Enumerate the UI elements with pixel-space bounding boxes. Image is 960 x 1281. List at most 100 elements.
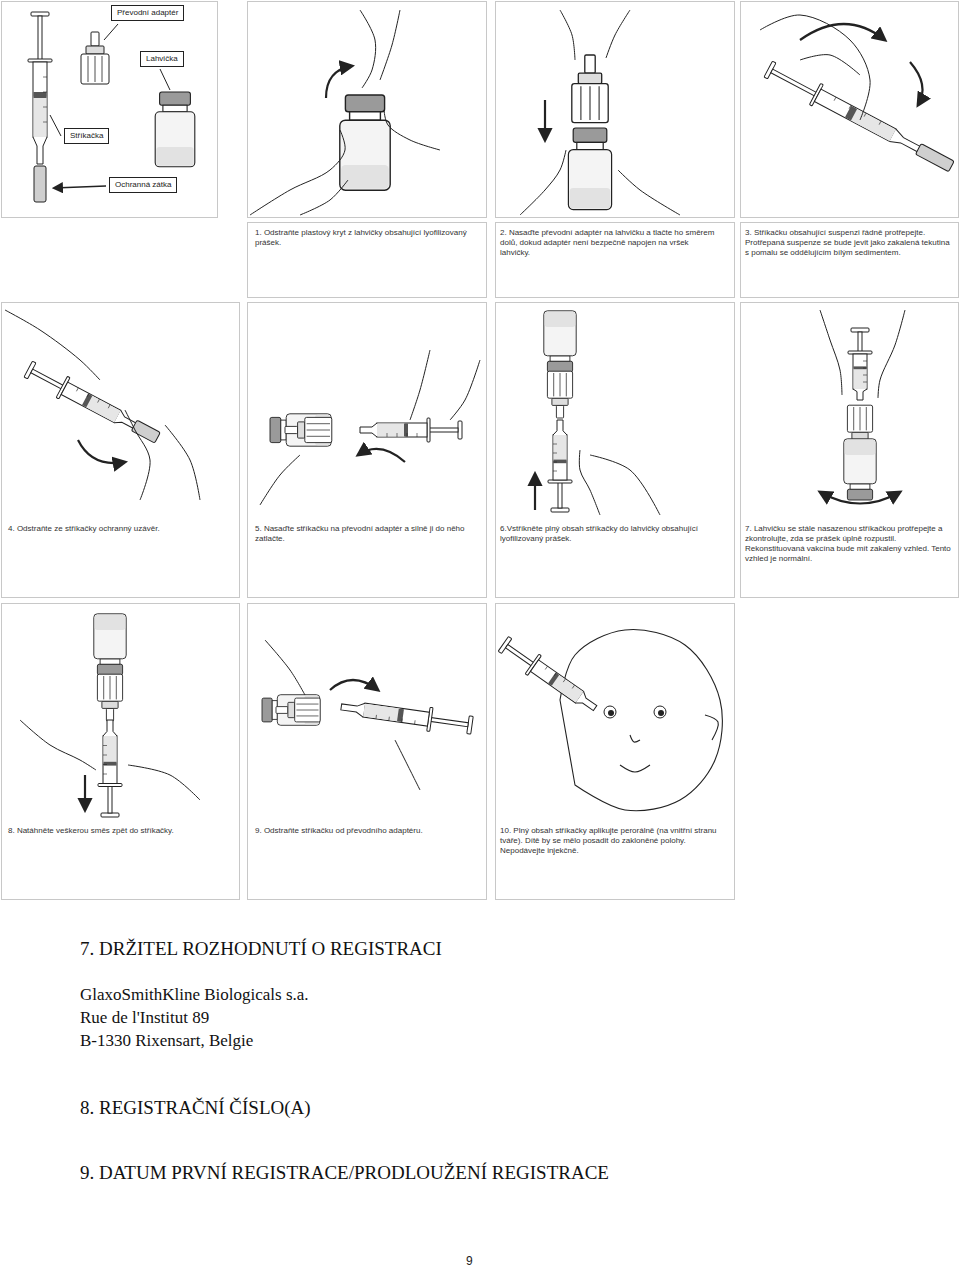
suspension — [850, 108, 896, 141]
transfer-adapter — [97, 674, 122, 721]
hand-outline — [878, 310, 905, 398]
adapter-spout — [585, 55, 595, 73]
syringe-barrel — [530, 660, 583, 703]
syringe — [848, 328, 872, 400]
motion-arrow — [534, 474, 536, 510]
syringe-barrel — [553, 435, 567, 480]
scale-mark — [572, 685, 574, 688]
scale-mark — [545, 666, 547, 669]
plunger-stopper — [404, 424, 408, 437]
hand-outline — [384, 110, 440, 150]
panel-frame — [496, 303, 735, 598]
syringe-barrel — [853, 354, 867, 389]
hand-outline — [579, 450, 600, 515]
hand-outline — [20, 720, 96, 770]
adapter-rib — [102, 56, 103, 82]
step-10-figure — [496, 630, 722, 811]
adapter-collar — [852, 432, 868, 439]
vial — [340, 95, 390, 190]
suspension — [363, 704, 400, 722]
scale-mark — [103, 745, 107, 746]
adapter-rib — [580, 86, 581, 120]
adapter-spout — [556, 405, 563, 418]
adapter-skirt — [81, 54, 109, 84]
hand-outline — [250, 130, 345, 215]
vial — [270, 414, 331, 446]
hand-outline — [410, 350, 430, 420]
syringe-tip — [576, 691, 600, 713]
adapter-collar — [578, 73, 601, 83]
adapter-rib — [853, 407, 854, 430]
scale-mark — [375, 715, 377, 719]
step-caption: 4. Odstraňte ze stříkačky ochranný uzávě… — [8, 524, 228, 534]
motion-arrow — [544, 100, 546, 140]
scale-mark — [407, 433, 408, 437]
adapter-spout — [106, 708, 113, 721]
panel-frames — [2, 2, 959, 900]
suspension — [554, 435, 567, 461]
syringe — [496, 634, 602, 718]
page-number: 9 — [466, 1254, 473, 1268]
lyophilised-powder — [156, 147, 193, 166]
scale-mark — [43, 122, 47, 123]
adapter-rib — [296, 715, 318, 716]
hand-outline — [260, 455, 300, 505]
section-heading: 7. DRŽITEL ROZHODNUTÍ O REGISTRACI — [80, 938, 442, 960]
vial-neck — [163, 105, 187, 112]
adapter-skirt — [847, 405, 872, 432]
panel-frame — [496, 223, 735, 298]
part-name: Stříkačka — [70, 131, 103, 141]
baby-eye — [654, 706, 666, 718]
step-caption: 9. Odstraňte stříkačku od převodního ada… — [255, 826, 475, 836]
vial-body — [340, 120, 390, 190]
plunger-thumb — [458, 421, 462, 439]
motion-arrow — [84, 775, 86, 810]
address-line: B-1330 Rixensart, Belgie — [80, 1031, 253, 1051]
plunger-rod — [771, 69, 818, 96]
vial-neck — [577, 142, 603, 149]
adapter-rib — [307, 436, 330, 437]
vial-body — [544, 311, 576, 356]
callout-box: Ochranná zátka — [109, 177, 177, 193]
motion-arrow — [800, 24, 885, 40]
panel-frame — [248, 223, 487, 298]
hand-outline — [300, 180, 348, 215]
adapter-collar — [552, 398, 568, 405]
adapter-collar — [102, 701, 118, 708]
scale-mark — [43, 77, 47, 78]
step-4-figure — [5, 310, 200, 500]
syringe — [763, 58, 957, 177]
hand-outline — [165, 425, 200, 500]
part-name: Lahvička — [146, 54, 178, 64]
adapter-rib — [566, 373, 567, 396]
scale-mark — [417, 433, 418, 437]
adapter-rib — [553, 373, 554, 396]
adapter-skirt — [295, 698, 321, 722]
scale-mark — [879, 121, 881, 125]
hand-outline — [265, 640, 305, 695]
adapter-rib — [88, 56, 89, 82]
vial-cap — [262, 698, 272, 722]
baby-mouth — [620, 765, 650, 772]
syringe — [548, 420, 572, 512]
hand-outline — [360, 10, 376, 88]
section-heading: 9. DATUM PRVNÍ REGISTRACE/PRODLOUŽENÍ RE… — [80, 1162, 609, 1184]
plunger-rod — [108, 785, 112, 814]
address-line: Rue de l'Institut 89 — [80, 1008, 209, 1028]
suspension — [377, 424, 405, 437]
syringe-tip — [340, 700, 365, 717]
panel-frame — [248, 303, 487, 598]
scale-mark — [103, 764, 107, 765]
step-caption: 8. Natáhněte veškerou směs zpět do střík… — [8, 826, 228, 836]
part-name: Ochranná zátka — [115, 180, 171, 190]
baby-pupil — [608, 710, 614, 716]
panel-frame — [496, 2, 735, 218]
plunger-thumb — [31, 12, 49, 16]
scale-mark — [76, 388, 78, 392]
baby-nose — [630, 735, 640, 742]
baby-head — [560, 630, 722, 811]
plunger-rod — [429, 717, 468, 726]
syringe-barrel — [103, 736, 117, 784]
plunger-stopper — [548, 672, 559, 685]
adapter-collar — [86, 46, 104, 54]
